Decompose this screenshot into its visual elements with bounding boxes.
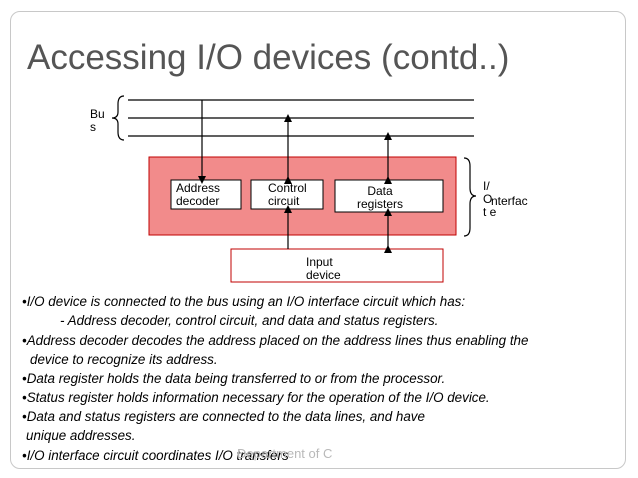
bullet-line: •Status register holds information neces…	[22, 390, 490, 405]
bullet-line: •Data and status registers are connected…	[22, 409, 425, 424]
interface-label: I/ O t e	[483, 179, 497, 219]
bus-label: Bu s	[90, 107, 105, 134]
input-device-label: Input device	[306, 255, 341, 282]
interface-label-overlap: nterfac	[491, 194, 528, 208]
bullet-line: •I/O device is connected to the bus usin…	[22, 294, 466, 309]
bullet-line: device to recognize its address.	[30, 352, 218, 367]
bullet-line: •I/O interface circuit coordinates I/O t…	[22, 448, 289, 463]
input-device-box	[230, 248, 444, 283]
slide-title: Accessing I/O devices (contd..)	[27, 38, 510, 77]
address-decoder-label: Address decoder	[176, 181, 221, 208]
control-circuit-label: Control circuit	[268, 181, 307, 208]
interface-brace	[463, 157, 477, 237]
slide-frame	[10, 11, 626, 469]
bullet-line: - Address decoder, control circuit, and …	[60, 313, 439, 328]
bus-brace	[111, 95, 125, 141]
address-decoder-box	[170, 179, 242, 210]
bullet-line: •Address decoder decodes the address pla…	[22, 333, 529, 348]
data-registers-label: Data registers	[356, 184, 403, 211]
bullet-line: •Data register holds the data being tran…	[22, 371, 446, 386]
footer-text: Department of C	[237, 446, 333, 461]
bullet-line: unique addresses.	[26, 428, 136, 443]
